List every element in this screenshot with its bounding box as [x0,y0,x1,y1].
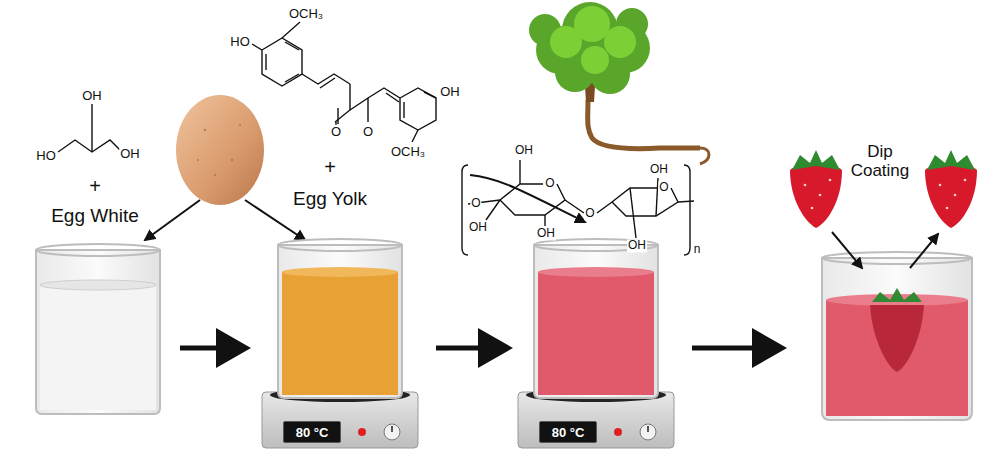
chem-label: OCH₃ [390,145,426,159]
process-label: Dip Coating [845,143,915,180]
chem-label: n [693,243,702,256]
chem-label: O [362,125,374,139]
chem-label: HO [229,35,251,49]
chem-label: O [330,125,342,139]
chem-label: OH [439,85,461,99]
temperature-readout: 80 °C [552,425,585,440]
chem-label: O [470,197,481,210]
ingredient-label: Egg Yolk [293,189,367,210]
chem-label: O [584,207,595,220]
ingredient-label: Egg White [51,206,139,227]
chem-label: OH [536,227,556,240]
plus-sign: + [324,156,336,178]
chem-label: OH [468,221,488,234]
chem-label: OH [119,147,141,161]
temperature-readout: 80 °C [296,425,329,440]
hotplate-display: 80 °C [283,421,341,443]
chem-label: HO [35,149,57,163]
chem-label: O [544,177,555,190]
plus-sign: + [89,175,101,197]
chem-label: OCH₃ [288,7,324,21]
hotplate-display: 80 °C [539,421,597,443]
chem-label: OH [649,163,669,176]
chem-label: O [658,181,669,194]
chem-label: OH [81,89,103,103]
chem-label: OH [514,144,534,157]
chem-label: OH [627,239,647,252]
